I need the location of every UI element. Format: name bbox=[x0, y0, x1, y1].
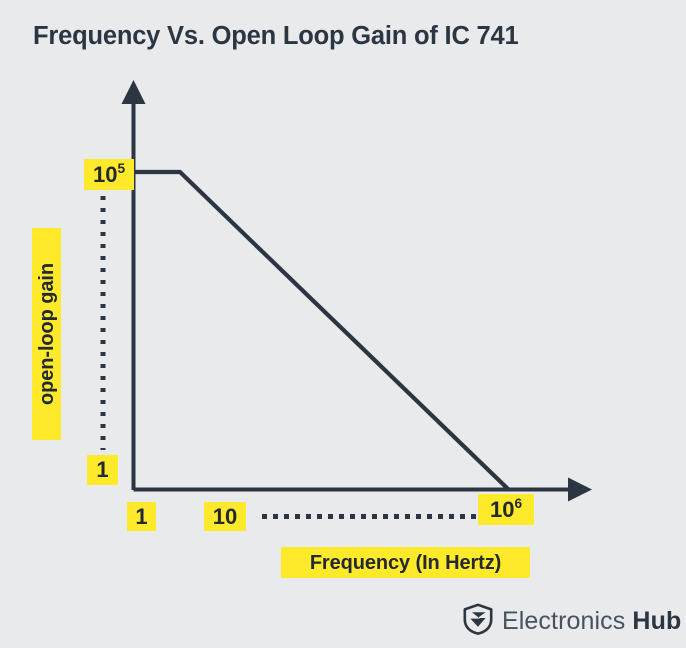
x-tick-label-10: 10 bbox=[204, 502, 246, 531]
brand-wordmark: Electronics Hub bbox=[502, 607, 681, 636]
x-tick-label-1: 1 bbox=[127, 502, 156, 531]
y-tick-base: 10 bbox=[92, 161, 118, 187]
x-axis-label: Frequency (In Hertz) bbox=[281, 547, 530, 578]
page-title: Frequency Vs. Open Loop Gain of IC 741 bbox=[33, 22, 519, 50]
shield-bolt-icon bbox=[463, 603, 493, 640]
brand-word-electronics: Electronics bbox=[502, 606, 626, 635]
x-tick-base: 10 bbox=[489, 496, 515, 522]
y-axis-label: open-loop gain bbox=[32, 228, 61, 440]
y-tick-label-1: 1 bbox=[87, 455, 118, 485]
brand-logo: Electronics Hub bbox=[463, 603, 681, 640]
brand-word-hub: Hub bbox=[625, 606, 682, 635]
y-axis-label-text: open-loop gain bbox=[35, 263, 58, 405]
gain-response-curve bbox=[133, 169, 510, 491]
